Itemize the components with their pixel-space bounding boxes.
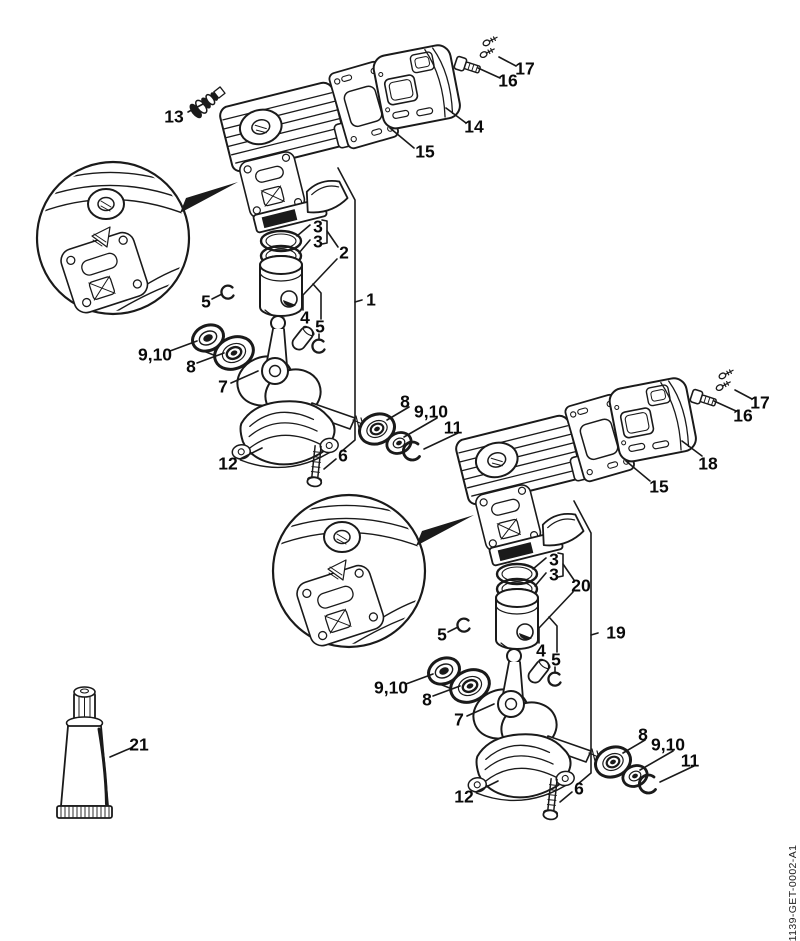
callout-21: 21 xyxy=(129,734,149,755)
callout-15-bottom: 15 xyxy=(649,476,669,497)
callout-910a-bottom: 9,10 xyxy=(373,677,409,698)
callout-1: 1 xyxy=(366,289,376,310)
callout-910b-top: 9,10 xyxy=(413,401,449,422)
spark-plug xyxy=(189,86,226,119)
callout-13: 13 xyxy=(164,106,184,127)
callout-4-top: 4 xyxy=(300,307,310,328)
callout-3b-top: 3 xyxy=(313,231,323,252)
callout-5b-bottom: 5 xyxy=(551,649,561,670)
callout-17-top: 17 xyxy=(515,58,535,79)
callout-12-bottom: 12 xyxy=(454,786,474,807)
callout-910b-bottom: 9,10 xyxy=(650,734,686,755)
callout-11-bottom: 11 xyxy=(680,750,700,771)
callout-910a-top: 9,10 xyxy=(137,344,173,365)
callout-6-top: 6 xyxy=(338,445,348,466)
callout-7-top: 7 xyxy=(218,376,228,397)
callout-5b-top: 5 xyxy=(315,316,325,337)
callout-12-top: 12 xyxy=(218,453,238,474)
callout-3a-bottom: 3 xyxy=(549,549,559,570)
callout-16-top: 16 xyxy=(498,70,518,91)
callout-18: 18 xyxy=(698,453,718,474)
callout-6-bottom: 6 xyxy=(574,778,584,799)
callout-8a-bottom: 8 xyxy=(422,689,432,710)
callout-16-bottom: 16 xyxy=(733,405,753,426)
callout-14: 14 xyxy=(464,116,484,137)
callout-4-bottom: 4 xyxy=(536,640,546,661)
callout-15-top: 15 xyxy=(415,141,435,162)
callout-11-top: 11 xyxy=(443,417,463,438)
drawing-number: 1139-GET-0002-A1 xyxy=(787,844,799,941)
callout-2: 2 xyxy=(339,242,349,263)
callout-3a-top: 3 xyxy=(313,216,323,237)
callout-7-bottom: 7 xyxy=(454,709,464,730)
callout-5a-bottom: 5 xyxy=(437,624,447,645)
sealant-tube xyxy=(56,686,113,819)
spark-plug-leader xyxy=(187,103,204,113)
sealant-tube-leader xyxy=(109,747,132,758)
callout-8b-bottom: 8 xyxy=(638,724,648,745)
callout-20: 20 xyxy=(571,575,591,596)
callout-8a-top: 8 xyxy=(186,356,196,377)
callout-17-bottom: 17 xyxy=(750,392,770,413)
callout-3b-bottom: 3 xyxy=(549,564,559,585)
callout-5a-top: 5 xyxy=(201,291,211,312)
callout-8b-top: 8 xyxy=(400,391,410,412)
callout-19: 19 xyxy=(606,622,626,643)
